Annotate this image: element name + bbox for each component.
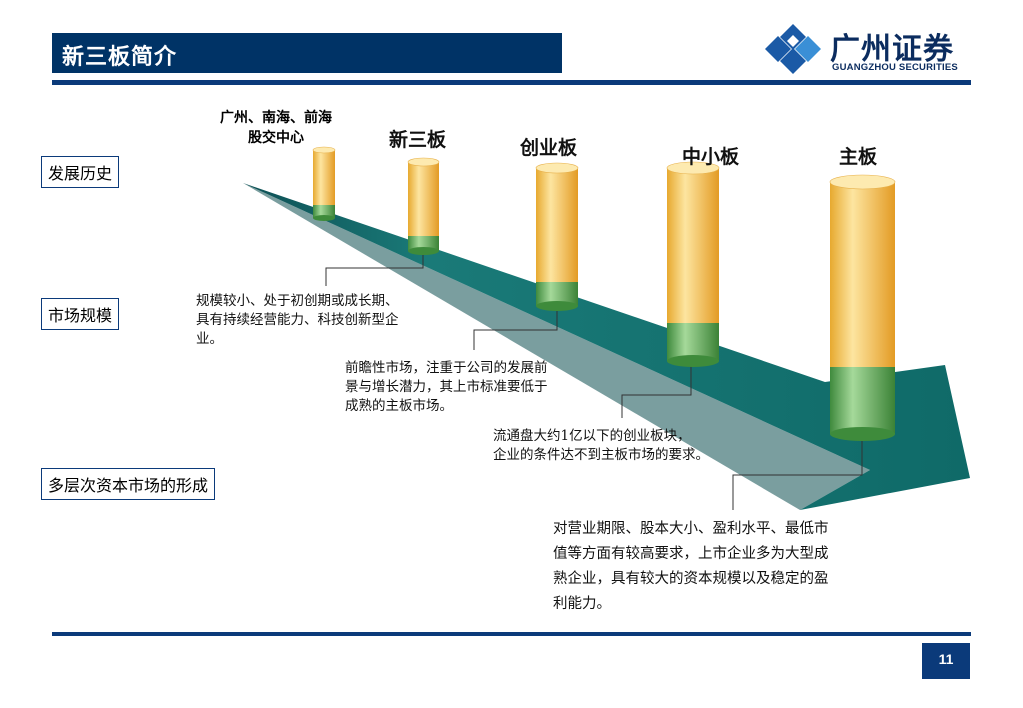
page-number-box — [922, 643, 970, 679]
desc-line: 熟企业，具有较大的资本规模以及稳定的盈 — [553, 571, 829, 587]
footer-rule — [52, 632, 971, 636]
desc-line: 景与增长潜力，其上市标准要低于 — [345, 379, 548, 395]
label-market-scale: 市场规模 — [41, 298, 120, 330]
desc-line: 成熟的主板市场。 — [345, 398, 453, 414]
label-main-board: 主板 — [839, 146, 878, 168]
label-growth-board: 创业板 — [520, 137, 578, 159]
desc-line: 前瞻性市场，注重于公司的发展前 — [345, 360, 548, 376]
label-development-history: 发展历史 — [41, 156, 120, 188]
connector-sme-board — [621, 362, 692, 418]
label-sme-board: 中小板 — [682, 146, 740, 168]
desc-line: 流通盘大约1亿以下的创业板块， — [493, 428, 691, 444]
label-new-three-board: 新三板 — [389, 129, 447, 151]
page-number: 11 — [938, 651, 954, 667]
desc-line: 利能力。 — [553, 596, 611, 612]
cylinder-sme-board — [666, 161, 720, 367]
connector-main-board — [732, 435, 863, 510]
desc-line: 企业的条件达不到主板市场的要求。 — [493, 447, 709, 463]
logo-icon — [765, 24, 821, 74]
desc-sme-board: 流通盘大约1亿以下的创业板块， 企业的条件达不到主板市场的要求。 — [493, 427, 709, 465]
connector-new-three-board — [325, 251, 424, 286]
cylinder-regional-exchange — [312, 146, 336, 221]
desc-line: 值等方面有较高要求，上市企业多为大型成 — [553, 546, 829, 562]
connector-growth-board — [473, 307, 558, 350]
growth-arrow — [243, 183, 970, 510]
desc-line: 规模较小、处于初创期或成长期、 — [196, 293, 399, 309]
desc-line: 对营业期限、股本大小、盈利水平、最低市 — [553, 521, 829, 537]
desc-growth-board: 前瞻性市场，注重于公司的发展前 景与增长潜力，其上市标准要低于 成熟的主板市场。 — [345, 359, 548, 416]
label-regional-exchange-line2: 股交中心 — [248, 130, 304, 146]
desc-line: 业。 — [196, 331, 223, 347]
label-regional-exchange: 广州、南海、前海 股交中心 — [196, 108, 356, 148]
cylinder-new-three-board — [407, 157, 440, 255]
desc-main-board: 对营业期限、股本大小、盈利水平、最低市 值等方面有较高要求，上市企业多为大型成 … — [553, 517, 829, 617]
header-rule — [52, 80, 971, 85]
logo-subtitle: GUANGZHOU SECURITIES — [832, 62, 958, 73]
page-title: 新三板简介 — [62, 45, 178, 70]
label-multilevel-market: 多层次资本市场的形成 — [41, 468, 216, 500]
desc-new-three-board: 规模较小、处于初创期或成长期、 具有持续经营能力、科技创新型企 业。 — [196, 292, 399, 349]
logo-name: 广州证券 — [830, 32, 954, 67]
title-bar — [52, 33, 562, 73]
desc-line: 具有持续经营能力、科技创新型企 — [196, 312, 399, 328]
label-regional-exchange-line1: 广州、南海、前海 — [220, 110, 332, 126]
cylinder-main-board — [829, 174, 896, 441]
cylinder-growth-board — [535, 162, 579, 311]
